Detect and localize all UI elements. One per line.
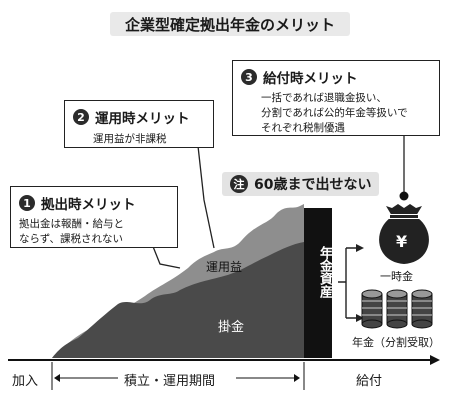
note-badge: 注 (230, 175, 248, 193)
contribution-area (52, 242, 304, 358)
timeline-period-label: 積立・運用期間 (124, 374, 216, 389)
callout-1-title-row: 1 拠出時メリット (19, 193, 169, 213)
callout-1-number: 1 (19, 195, 35, 211)
leader-line-2 (197, 145, 215, 249)
branch-lines (338, 247, 356, 319)
annuity-label: 年金（分割受取） (352, 336, 440, 349)
callout-3-title-row: 3 給付時メリット (241, 67, 431, 87)
callout-contribution-merit: 1 拠出時メリット 拠出金は報酬・給与と ならず、課税されない (10, 186, 178, 248)
callout-3-line-2: 分割であれば公的年金等扱いで (261, 107, 408, 119)
callout-3-number: 3 (241, 69, 257, 85)
age-restriction-note: 注 60歳まで出せない (222, 172, 380, 196)
timeline-payout-label: 給付 (356, 374, 383, 389)
callout-2-body: 運用益が非課税 (93, 131, 205, 147)
callout-1-line-2: ならず、課税されない (19, 233, 124, 245)
branch-arrow-annuity (356, 314, 364, 322)
period-arrowhead-left (54, 374, 60, 382)
callout-payout-merit: 3 給付時メリット 一括であれば退職金扱い、 分割であれば公的年金等扱いで それ… (232, 60, 440, 136)
diagram-title-text: 企業型確定拠出年金のメリット (124, 15, 335, 34)
gain-label: 運用益 (206, 260, 243, 274)
note-text: 60歳まで出せない (254, 177, 372, 193)
callout-3-title: 給付時メリット (263, 71, 358, 87)
branch-arrow-lump (356, 244, 364, 252)
contribution-label: 掛金 (218, 320, 245, 335)
leader-line-1 (151, 243, 181, 269)
diagram-title: 企業型確定拠出年金のメリット (110, 12, 350, 36)
timeline-start-label: 加入 (12, 374, 39, 389)
callout-2-title: 運用時メリット (95, 111, 190, 127)
callout-2-line-1: 運用益が非課税 (93, 133, 167, 145)
period-arrowhead-right (294, 374, 300, 382)
callout-1-body: 拠出金は報酬・給与と ならず、課税されない (19, 217, 169, 247)
assets-label: 年金資産 (317, 246, 332, 298)
callout-3-line-1: 一括であれば退職金扱い、 (261, 92, 387, 104)
leader-dot-3 (399, 191, 409, 201)
lump-sum-label: 一時金 (380, 270, 413, 283)
callout-1-line-1: 拠出金は報酬・給与と (19, 218, 124, 230)
yen-symbol: ¥ (396, 232, 408, 251)
callout-3-body: 一括であれば退職金扱い、 分割であれば公的年金等扱いで それぞれ税制優遇 (261, 91, 431, 136)
callout-operation-merit: 2 運用時メリット 運用益が非課税 (64, 100, 214, 148)
assets-bar (304, 208, 332, 358)
callout-3-line-3: それぞれ税制優遇 (261, 122, 345, 134)
callout-2-number: 2 (73, 109, 89, 125)
callout-1-title: 拠出時メリット (41, 197, 136, 213)
coin-stacks-icon (361, 289, 433, 329)
timeline-axis-arrow (430, 355, 440, 365)
money-bag-icon (379, 204, 429, 264)
callout-2-title-row: 2 運用時メリット (73, 107, 205, 127)
